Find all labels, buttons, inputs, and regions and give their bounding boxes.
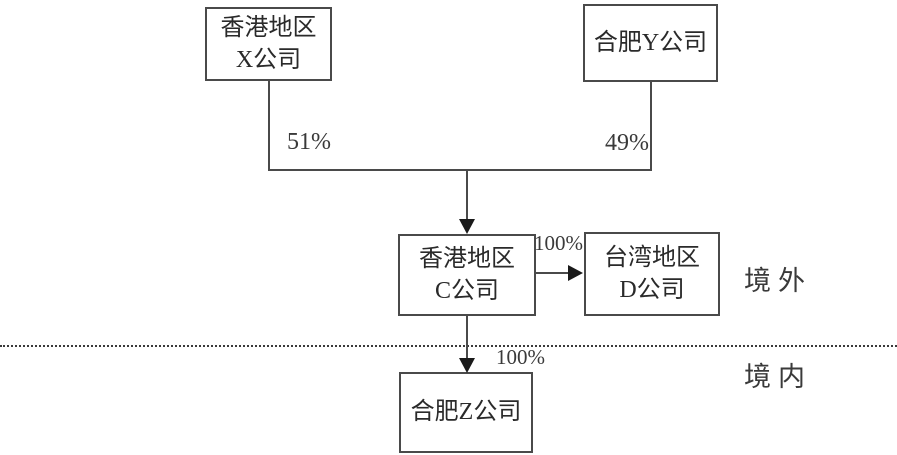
box-taiwan-d-company-line2: D公司 — [619, 277, 685, 303]
box-taiwan-d-company-line1: 台湾地区 — [604, 244, 700, 271]
ownership-label-c-to-z: 100% — [496, 345, 545, 369]
box-hk-x-company-line1: 香港地区 — [220, 14, 317, 41]
arrowhead-down-to-z-icon — [459, 358, 475, 373]
ownership-label-c-to-d: 100% — [534, 231, 583, 255]
box-hk-x-company-line2: X公司 — [235, 47, 302, 73]
overseas-domestic-boundary-line — [0, 345, 897, 347]
box-hefei-z-company-line1: 合肥Z公司 — [410, 399, 522, 426]
box-hefei-y-company-line1: 合肥Y公司 — [593, 29, 708, 56]
box-hk-x-company: 香港地区 X公司 — [205, 7, 332, 81]
ownership-label-y-to-c: 49% — [605, 130, 649, 156]
box-hk-c-company: 香港地区 C公司 — [398, 234, 536, 316]
connector-c-to-z — [466, 316, 468, 360]
arrowhead-down-to-c-icon — [459, 219, 475, 234]
connector-c-to-d — [536, 272, 570, 274]
arrowhead-right-to-d-icon — [568, 265, 583, 281]
connector-x-down — [268, 80, 270, 170]
box-hk-c-company-line2: C公司 — [434, 278, 499, 304]
connector-y-down — [650, 81, 652, 170]
connector-to-c — [466, 170, 468, 220]
box-taiwan-d-company: 台湾地区 D公司 — [584, 232, 720, 316]
connector-merge-horizontal — [268, 169, 652, 171]
region-label-domestic: 境内 — [744, 362, 812, 392]
box-hk-c-company-line1: 香港地区 — [419, 245, 515, 272]
region-label-overseas: 境外 — [744, 266, 812, 296]
box-hefei-z-company: 合肥Z公司 — [399, 372, 533, 453]
ownership-label-x-to-c: 51% — [287, 129, 331, 155]
box-hefei-y-company: 合肥Y公司 — [583, 4, 718, 82]
